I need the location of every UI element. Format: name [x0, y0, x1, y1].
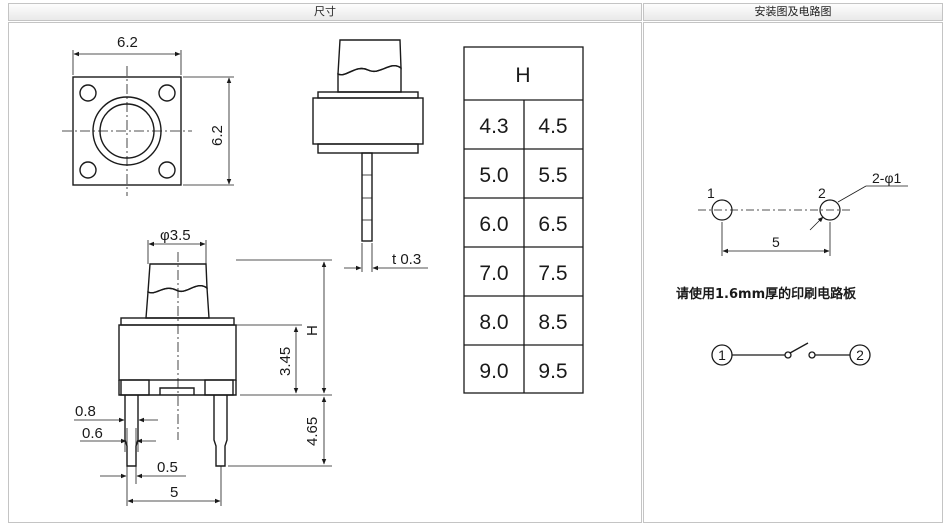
height-table-row: 7.0 7.5 — [479, 262, 567, 285]
actuator-ring-inner — [99, 103, 155, 159]
right-pin-shoulder — [204, 379, 234, 396]
height-table-header: H — [515, 64, 530, 87]
pcb-thickness-note: 请使用1.6mm厚的印刷电路板 — [676, 286, 857, 302]
terminal-1-label: 1 — [718, 347, 726, 363]
top-width-label: 6.2 — [117, 34, 138, 51]
height-table-row: 8.0 8.5 — [479, 311, 567, 334]
corner-hole-bottom-right — [158, 161, 176, 179]
thickness-label: t 0.3 — [392, 251, 421, 268]
height-table — [463, 46, 584, 394]
side-top-plate — [317, 91, 419, 99]
pin-length-label: 4.65 — [304, 417, 321, 446]
corner-hole-top-left — [79, 84, 97, 102]
front-top-plate — [120, 317, 235, 326]
base-notch — [159, 387, 195, 395]
height-table-cell: 6.5 — [538, 213, 567, 236]
height-table-row: 5.0 5.5 — [479, 164, 567, 187]
mounting-diagram — [698, 185, 908, 256]
height-table-cell: 5.5 — [538, 164, 567, 187]
switch-blade — [789, 342, 809, 354]
hole-spec-leader — [837, 185, 867, 203]
corner-hole-top-right — [158, 84, 176, 102]
hole-spec-label: 2-φ1 — [872, 170, 902, 186]
side-body — [312, 97, 424, 145]
stem-diameter-label: φ3.5 — [160, 227, 191, 244]
height-table-row: 6.0 6.5 — [479, 213, 567, 236]
side-actuator-stem — [337, 65, 402, 93]
pin-thickness-label: 0.6 — [82, 425, 103, 442]
switch-contact-right — [808, 351, 816, 359]
height-table-cell: 8.5 — [538, 311, 567, 334]
height-table-cell: 7.0 — [479, 262, 508, 285]
top-height-label: 6.2 — [209, 125, 226, 146]
height-table-cell: 7.5 — [538, 262, 567, 285]
side-terminal-pin — [361, 152, 373, 242]
hole-1-label: 1 — [707, 185, 715, 201]
front-base — [118, 380, 237, 396]
hole-2-label: 2 — [818, 185, 826, 201]
left-pin-shoulder — [120, 379, 150, 396]
pin-width-label: 0.8 — [75, 403, 96, 420]
pcb-hole-2 — [819, 199, 841, 221]
pin-pitch-label: 5 — [170, 484, 178, 501]
top-view-body — [72, 76, 182, 186]
side-actuator-cap — [337, 39, 402, 76]
side-view — [312, 39, 428, 272]
front-view — [74, 240, 332, 506]
pcb-hole-1 — [711, 199, 733, 221]
height-table-row: 4.3 4.5 — [479, 115, 567, 138]
top-view — [62, 50, 234, 196]
height-table-cell: 5.0 — [479, 164, 508, 187]
side-base — [317, 143, 419, 154]
corner-hole-bottom-left — [79, 161, 97, 179]
hole-diameter-arrow-in — [809, 216, 824, 231]
height-table-cell: 4.5 — [538, 115, 567, 138]
front-actuator-stem — [145, 285, 210, 319]
height-table-cell: 4.3 — [479, 115, 508, 138]
h-label: H — [304, 325, 321, 336]
height-table-cell: 9.5 — [538, 360, 567, 383]
mounting-panel — [643, 22, 943, 523]
mounting-panel-header: 安装图及电路图 — [643, 3, 943, 21]
pin-tip-label: 0.5 — [157, 459, 178, 476]
front-body — [118, 324, 237, 381]
front-actuator-cap — [147, 263, 208, 294]
circuit-diagram — [711, 342, 871, 366]
body-height-label: 3.45 — [277, 347, 294, 376]
terminal-2-label: 2 — [856, 347, 864, 363]
switch-contact-left — [784, 351, 792, 359]
height-table-cell: 6.0 — [479, 213, 508, 236]
right-pin — [213, 395, 228, 467]
dimensions-panel-header: 尺寸 — [8, 3, 642, 21]
height-table-cell: 8.0 — [479, 311, 508, 334]
hole-spacing-label: 5 — [772, 234, 780, 250]
dimensions-panel-title: 尺寸 — [314, 5, 336, 18]
mounting-panel-title: 安装图及电路图 — [754, 5, 832, 18]
height-table-row: 9.0 9.5 — [479, 360, 567, 383]
height-table-cell: 9.0 — [479, 360, 508, 383]
